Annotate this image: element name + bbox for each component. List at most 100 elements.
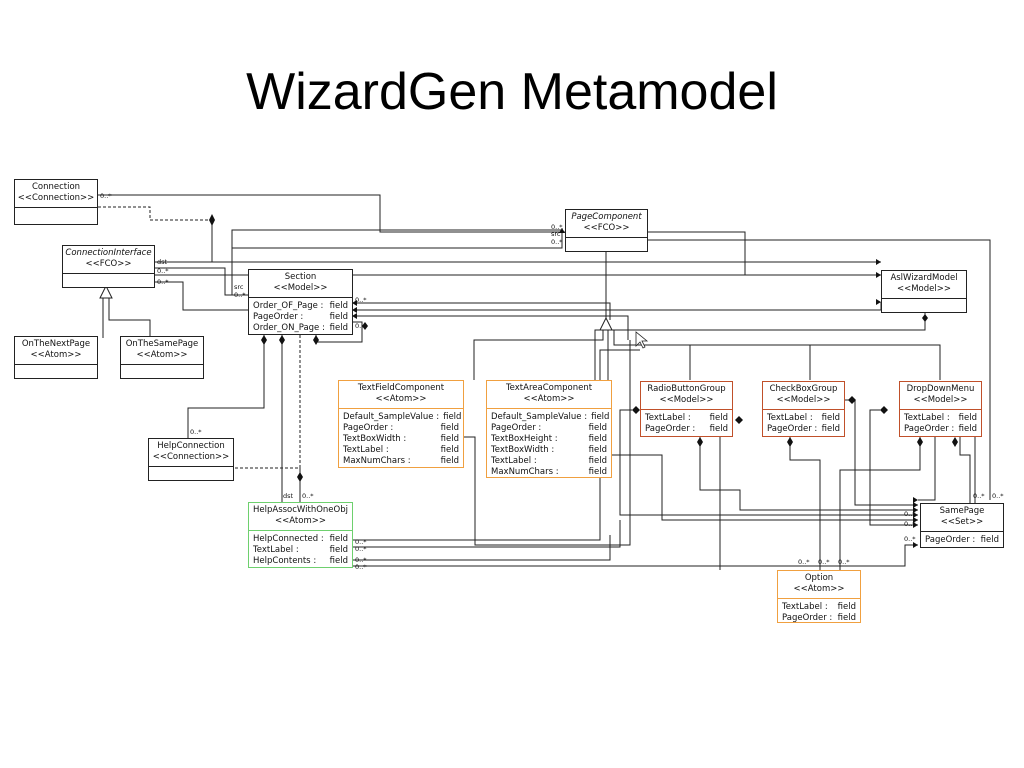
label-multiplicity: 0..*	[818, 558, 830, 566]
class-text-field-component[interactable]: TextFieldComponent<<Atom>> Default_Sampl…	[338, 380, 464, 468]
class-same-page[interactable]: SamePage<<Set>> PageOrder :field	[920, 503, 1004, 548]
class-stereotype: <<Model>>	[896, 284, 951, 294]
attribute-row: TextBoxWidth :field	[491, 445, 607, 455]
class-radio-button-group[interactable]: RadioButtonGroup<<Model>> TextLabel :fie…	[640, 381, 733, 437]
class-name: Connection	[31, 182, 81, 192]
label-multiplicity: 0..*	[302, 492, 314, 500]
label-multiplicity: 0..*	[992, 492, 1004, 500]
class-stereotype: <<Atom>>	[793, 584, 845, 594]
class-help-assoc-with-one-obj[interactable]: HelpAssocWithOneObj<<Atom>> HelpConnecte…	[248, 502, 353, 568]
class-stereotype: <<Set>>	[940, 517, 984, 527]
class-stereotype: <<Atom>>	[136, 350, 188, 360]
attribute-row: TextBoxHeight :field	[491, 434, 607, 444]
attribute-row: TextBoxWidth :field	[343, 434, 459, 444]
attribute-row: TextLabel :field	[343, 445, 459, 455]
label-multiplicity: 0..*	[904, 520, 916, 528]
label-multiplicity: 0..*	[355, 556, 367, 564]
class-on-the-same-page[interactable]: OnTheSamePage<<Atom>>	[120, 336, 204, 379]
class-name: OnTheNextPage	[21, 339, 91, 349]
attribute-row: Default_SampleValue :field	[491, 412, 610, 422]
attribute-row: PageOrder :field	[491, 423, 607, 433]
attribute-row: Order_ON_Page :field	[253, 323, 348, 333]
class-name: HelpConnection	[157, 441, 225, 451]
class-name: AslWizardModel	[890, 273, 958, 283]
attribute-row: PageOrder :field	[253, 312, 348, 322]
attribute-row: HelpContents :field	[253, 556, 348, 566]
label-multiplicity: 0..*	[234, 291, 246, 299]
attribute-row: PageOrder :field	[767, 424, 840, 434]
class-on-the-next-page[interactable]: OnTheNextPage<<Atom>>	[14, 336, 98, 379]
class-stereotype: <<Connection>>	[17, 193, 95, 203]
class-name: TextAreaComponent	[505, 383, 593, 393]
class-help-connection[interactable]: HelpConnection<<Connection>>	[148, 438, 234, 481]
label-multiplicity: 0..*	[973, 492, 985, 500]
label-role-src: src	[551, 230, 561, 238]
attribute-row: MaxNumChars :field	[343, 456, 459, 466]
attribute-row: TextLabel :field	[645, 413, 728, 423]
label-multiplicity: 0..*	[551, 238, 563, 246]
class-name: SamePage	[939, 506, 985, 516]
class-name: ConnectionInterface	[65, 248, 152, 258]
label-multiplicity: 0..*	[157, 267, 169, 275]
label-role-dst: dst	[157, 258, 168, 266]
class-asl-wizard-model[interactable]: AslWizardModel<<Model>>	[881, 270, 967, 313]
class-page-component[interactable]: PageComponent<<FCO>>	[565, 209, 648, 252]
attribute-row: TextLabel :field	[782, 602, 856, 612]
class-text-area-component[interactable]: TextAreaComponent<<Atom>> Default_Sample…	[486, 380, 612, 478]
class-check-box-group[interactable]: CheckBoxGroup<<Model>> TextLabel :field …	[762, 381, 845, 437]
label-multiplicity: 0..*	[190, 428, 202, 436]
attribute-row: HelpConnected :field	[253, 534, 348, 544]
attribute-row: Order_OF_Page :field	[253, 301, 348, 311]
attribute-row: MaxNumChars :field	[491, 467, 607, 477]
attribute-row: TextLabel :field	[253, 545, 348, 555]
attribute-row: PageOrder :field	[904, 424, 977, 434]
slide-title: WizardGen Metamodel	[246, 63, 778, 121]
class-stereotype: <<Atom>>	[275, 516, 326, 526]
label-role-dst: dst	[283, 492, 294, 500]
attribute-row: PageOrder :field	[782, 613, 856, 623]
label-multiplicity: 0..*	[551, 223, 563, 231]
attribute-row: PageOrder :field	[645, 424, 728, 434]
label-role-src: src	[234, 283, 244, 291]
attribute-row: PageOrder :field	[925, 535, 999, 545]
label-multiplicity: 0..*	[838, 558, 850, 566]
class-connection[interactable]: Connection<<Connection>>	[14, 179, 98, 225]
label-multiplicity: 0..*	[798, 558, 810, 566]
class-stereotype: <<Atom>>	[375, 394, 427, 404]
class-name: PageComponent	[571, 212, 642, 222]
class-name: OnTheSamePage	[125, 339, 199, 349]
class-stereotype: <<Connection>>	[152, 452, 230, 462]
class-stereotype: <<Model>>	[273, 283, 328, 293]
class-name: Option	[804, 573, 834, 583]
class-name: CheckBoxGroup	[769, 384, 838, 394]
class-name: RadioButtonGroup	[647, 384, 726, 394]
class-stereotype: <<Atom>>	[30, 350, 82, 360]
label-multiplicity: 0..*	[100, 192, 112, 200]
label-multiplicity: 0..*	[355, 322, 367, 330]
label-multiplicity: 0..*	[355, 538, 367, 546]
label-multiplicity: 0..*	[904, 510, 916, 518]
class-stereotype: <<FCO>>	[583, 223, 630, 233]
mouse-cursor-icon	[635, 331, 649, 349]
attribute-row: Default_SampleValue :field	[343, 412, 462, 422]
attribute-row: TextLabel :field	[491, 456, 607, 466]
class-stereotype: <<Atom>>	[523, 394, 575, 404]
class-name: HelpAssocWithOneObj	[253, 505, 348, 515]
class-option[interactable]: Option<<Atom>> TextLabel :field PageOrde…	[777, 570, 861, 623]
class-name: DropDownMenu	[906, 384, 975, 394]
class-stereotype: <<Model>>	[659, 395, 714, 405]
attribute-row: TextLabel :field	[904, 413, 977, 423]
label-multiplicity: 0..*	[157, 278, 169, 286]
label-multiplicity: 0..*	[355, 563, 367, 571]
attribute-row: TextLabel :field	[767, 413, 840, 423]
attribute-row: PageOrder :field	[343, 423, 459, 433]
class-section[interactable]: Section<<Model>> Order_OF_Page :field Pa…	[248, 269, 353, 335]
class-drop-down-menu[interactable]: DropDownMenu<<Model>> TextLabel :field P…	[899, 381, 982, 437]
class-name: TextFieldComponent	[357, 383, 445, 393]
class-stereotype: <<FCO>>	[85, 259, 132, 269]
class-name: Section	[284, 272, 317, 282]
class-connection-interface[interactable]: ConnectionInterface<<FCO>>	[62, 245, 155, 288]
label-multiplicity: 0..*	[355, 296, 367, 304]
class-stereotype: <<Model>>	[913, 395, 968, 405]
class-stereotype: <<Model>>	[776, 395, 831, 405]
